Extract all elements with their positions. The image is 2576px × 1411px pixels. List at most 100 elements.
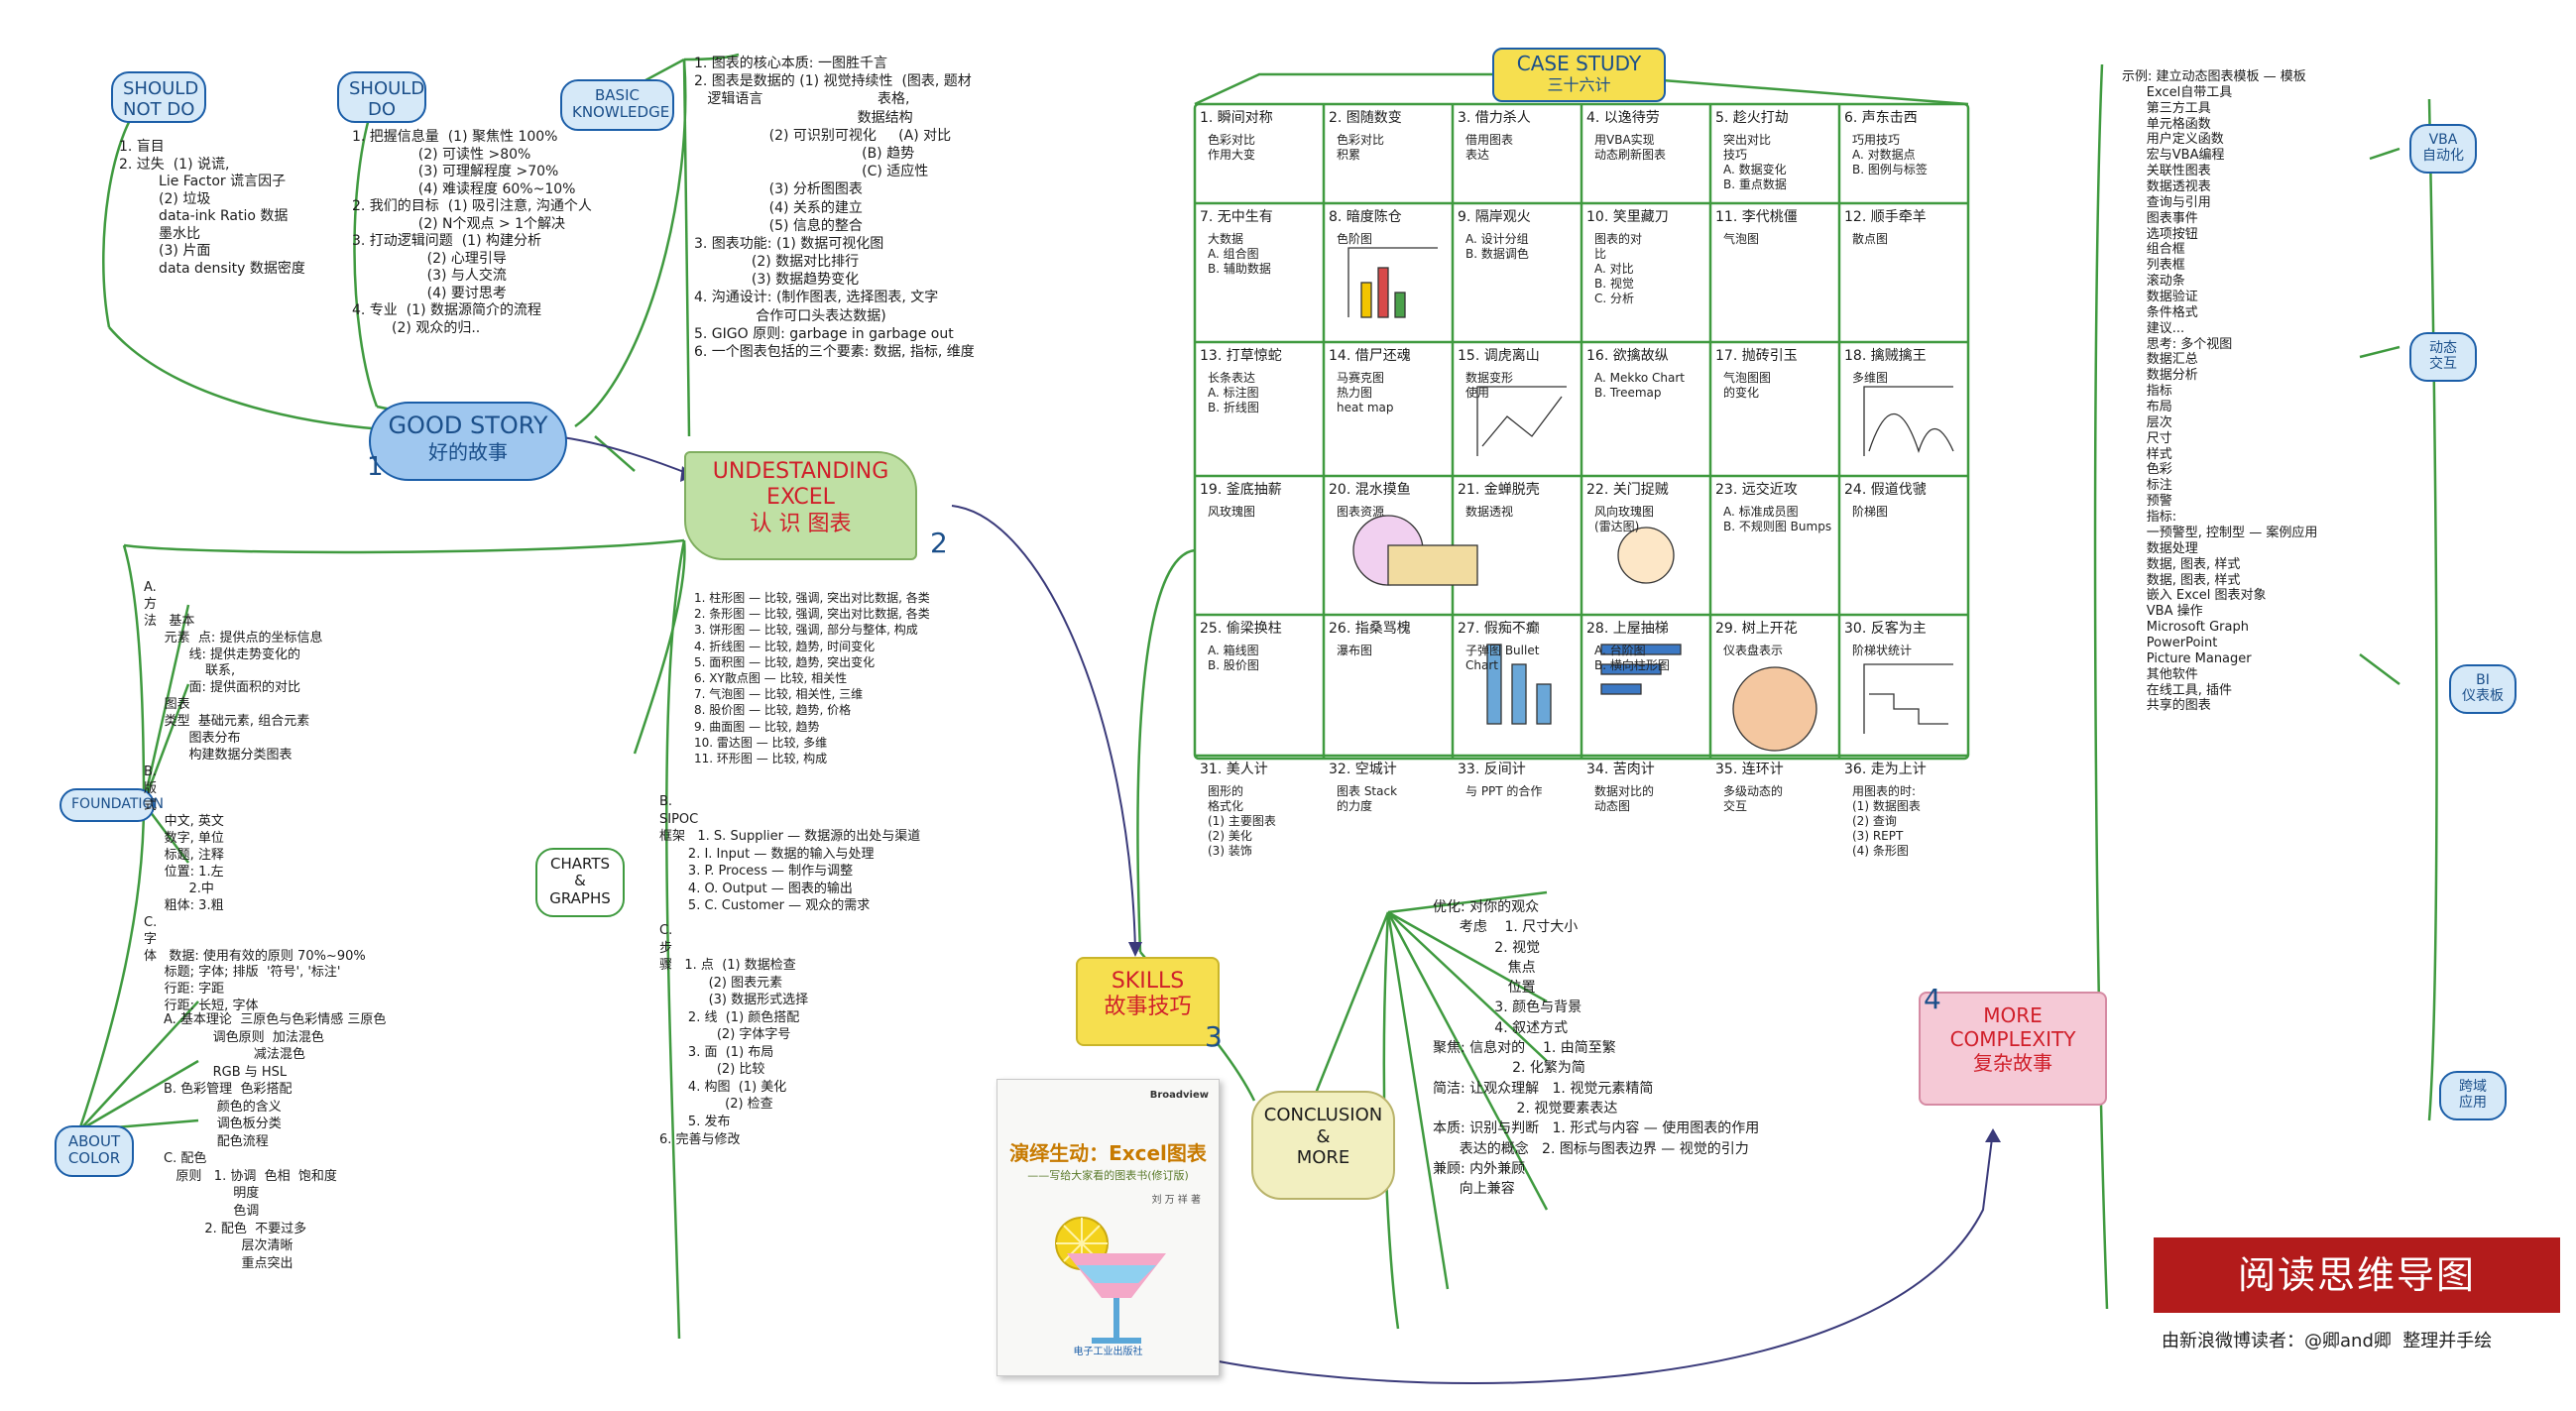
case-cell-title: 29. 树上开花 xyxy=(1715,621,1798,637)
understanding-hub: UNDESTANDING EXCEL 认 识 图表 xyxy=(684,451,917,560)
more-complexity-title: MORE COMPLEXITY xyxy=(1949,1003,2076,1051)
case-cell-content: 图表资源 xyxy=(1337,505,1385,519)
book-subtitle: ——写给大家看的图表书(修订版) xyxy=(1027,1169,1189,1182)
right-list: 示例: 建立动态图表模板 — 模板 Excel自带工具 第三方工具 单元格函数 … xyxy=(2122,69,2318,714)
case-cell-content: 突出对比 技巧 A. 数据变化 B. 重点数据 xyxy=(1723,133,1787,191)
case-cell-title: 36. 走为上计 xyxy=(1844,762,1927,777)
credit-text: 由新浪微博读者：@卿and卿 整理并手绘 xyxy=(2162,1331,2493,1352)
case-cell-content: 大数据 A. 组合图 B. 辅助数据 xyxy=(1208,232,1271,276)
case-cell-content: 图形的 格式化 (1) 主要图表 (2) 美化 (3) 装饰 xyxy=(1208,784,1276,858)
case-cell-content: 风向玫瑰图 (雷达图) xyxy=(1594,505,1655,533)
conclusion-title: CONCLUSION & MORE xyxy=(1263,1105,1383,1169)
case-cell-title: 5. 趁火打劫 xyxy=(1715,110,1789,126)
book-cover: Broadview 演绎生动：Excel图表 ——写给大家看的图表书(修订版) … xyxy=(996,1079,1220,1376)
case-cell-content: A. 设计分组 B. 数据调色 xyxy=(1465,232,1529,261)
skills-title: SKILLS xyxy=(1111,969,1185,994)
charts-graphs-bubble: CHARTS & GRAPHS xyxy=(535,848,625,917)
case-sketches xyxy=(1347,247,1954,752)
should-not-do-list: 1. 盲目 2. 过失 (1) 说谎, Lie Factor 谎言因子 (2) … xyxy=(119,139,305,277)
case-cell-content: 多维图 xyxy=(1852,371,1889,385)
case-cell-content: 图表 Stack 的力度 xyxy=(1337,784,1398,813)
case-cell-title: 6. 声东击西 xyxy=(1844,110,1918,126)
skills-hub: SKILLS 故事技巧 xyxy=(1076,957,1220,1046)
case-cell-title: 8. 暗度陈仓 xyxy=(1329,209,1402,225)
case-cell-content: 风玫瑰图 xyxy=(1208,505,1256,519)
more-complexity-hub: MORE COMPLEXITY 复杂故事 xyxy=(1919,992,2107,1106)
case-cell-content: 子弹图 Bullet Chart xyxy=(1465,644,1540,672)
good-story-hub: GOOD STORY 好的故事 xyxy=(369,402,567,481)
case-cell-content: 图表的对 比 A. 对比 B. 视觉 C. 分析 xyxy=(1594,232,1643,305)
case-cell-content: 数据对比的 动态图 xyxy=(1594,784,1655,813)
title-banner: 阅读思维导图 xyxy=(2154,1237,2560,1313)
case-cell-title: 26. 指桑骂槐 xyxy=(1329,621,1411,637)
case-cell-title: 18. 擒贼擒王 xyxy=(1844,348,1927,364)
case-cell-title: 15. 调虎离山 xyxy=(1458,348,1540,364)
understanding-number: 2 xyxy=(930,527,948,559)
case-cell-content: 用VBA实现 动态刷新图表 xyxy=(1594,133,1667,162)
case-cell-title: 10. 笑里藏刀 xyxy=(1586,209,1669,225)
case-cell-title: 24. 假道伐虢 xyxy=(1844,482,1927,498)
skills-list: 优化: 对你的观众 考虑 1. 尺寸大小 2. 视觉 焦点 位置 3. 颜色与背… xyxy=(1433,899,1760,1198)
understanding-subtitle: 认 识 图表 xyxy=(750,511,852,536)
case-study-title: CASE STUDY xyxy=(1516,52,1642,75)
about-color-list: A. 基本理论 三原色与色彩情感 三原色 调色原则 加法混色 减法混色 RGB … xyxy=(164,1012,387,1271)
case-cell-title: 14. 借尸还魂 xyxy=(1329,348,1411,364)
case-cell-title: 19. 釜底抽薪 xyxy=(1200,482,1282,498)
case-cell-content: A. 标准成员图 B. 不规则图 Bumps xyxy=(1723,505,1832,533)
case-cell-content: 巧用技巧 A. 对数据点 B. 图例与标签 xyxy=(1852,133,1928,176)
case-cell-title: 34. 苦肉计 xyxy=(1586,762,1655,777)
good-story-title: GOOD STORY xyxy=(388,412,548,439)
case-cell-title: 2. 图随数变 xyxy=(1329,110,1402,126)
case-cell-title: 12. 顺手牵羊 xyxy=(1844,209,1927,225)
book-publisher: 电子工业出版社 xyxy=(1073,1347,1143,1357)
case-cell-title: 28. 上屋抽梯 xyxy=(1586,621,1669,637)
case-cell-content: 阶梯图 xyxy=(1852,505,1889,519)
good-story-number: 1 xyxy=(367,452,384,482)
conclusion-hub: CONCLUSION & MORE xyxy=(1251,1091,1395,1200)
case-cell-title: 20. 混水摸鱼 xyxy=(1329,482,1411,498)
case-cell-title: 11. 李代桃僵 xyxy=(1715,209,1798,225)
book-brand: Broadview xyxy=(1149,1090,1209,1101)
skills-subtitle: 故事技巧 xyxy=(1104,995,1192,1020)
case-cell-title: 4. 以逸待劳 xyxy=(1586,110,1660,126)
good-story-subtitle: 好的故事 xyxy=(428,439,508,464)
case-cell-content: 色阶图 xyxy=(1337,232,1373,246)
book-author: 刘 万 祥 著 xyxy=(1151,1195,1201,1206)
cross-app-bubble: 跨域 应用 xyxy=(2439,1071,2507,1120)
case-cell-content: 色彩对比 作用大变 xyxy=(1208,133,1256,162)
case-cell-title: 31. 美人计 xyxy=(1200,762,1268,777)
case-cell-content: 长条表达 A. 标注图 B. 折线图 xyxy=(1208,371,1259,414)
case-cell-content: 马赛克图 热力图 heat map xyxy=(1337,371,1394,414)
case-cell-content: A. 箱线图 B. 股价图 xyxy=(1208,644,1259,672)
case-cell-title: 23. 远交近攻 xyxy=(1715,482,1798,498)
case-cell-content: 散点图 xyxy=(1852,232,1889,246)
case-cell-content: 气泡图图 的变化 xyxy=(1723,371,1772,400)
case-cell-content: 数据透视 xyxy=(1465,505,1514,519)
about-color-bubble: ABOUT COLOR xyxy=(55,1125,134,1177)
case-cell-content: 多级动态的 交互 xyxy=(1723,784,1784,813)
case-cell-title: 27. 假痴不癫 xyxy=(1458,621,1540,637)
foundation-bubble: FOUNDATION xyxy=(59,788,164,822)
case-cell-title: 22. 关门捉贼 xyxy=(1586,482,1669,498)
case-cell-content: A. Mekko Chart B. Treemap xyxy=(1594,371,1685,400)
should-do-bubble: SHOULD DO xyxy=(337,71,426,123)
case-cell-content: A. 台阶图 B. 横向柱形图 xyxy=(1594,644,1670,672)
case-cell-title: 7. 无中生有 xyxy=(1200,209,1273,225)
more-complexity-subtitle: 复杂故事 xyxy=(1973,1051,2052,1075)
chart-list: 1. 柱形图 — 比较, 强调, 突出对比数据, 各类 2. 条形图 — 比较,… xyxy=(694,591,930,765)
case-cell-title: 25. 偷梁换柱 xyxy=(1200,621,1282,637)
foundation-list: A. 方 法 基本 元素 点: 提供点的坐标信息 线: 提供走势变化的 联系, … xyxy=(144,580,366,1014)
understanding-title: UNDESTANDING EXCEL xyxy=(712,459,889,511)
case-cell-content: 与 PPT 的合作 xyxy=(1465,784,1543,798)
case-cell-title: 9. 隔岸观火 xyxy=(1458,209,1531,225)
case-cell-title: 3. 借力杀人 xyxy=(1458,110,1531,126)
case-cell-title: 35. 连环计 xyxy=(1715,762,1784,777)
case-cell-content: 瀑布图 xyxy=(1337,644,1373,657)
case-cell-content: 数据变形 使用 xyxy=(1465,371,1514,400)
bi-bubble: BI 仪表板 xyxy=(2449,664,2517,714)
basic-knowledge-bubble: BASIC KNOWLEDGE xyxy=(560,79,674,131)
skills-number: 3 xyxy=(1205,1020,1223,1053)
case-cell-title: 17. 抛砖引玉 xyxy=(1715,348,1798,364)
case-cell-content: 色彩对比 积累 xyxy=(1337,133,1385,162)
case-cell-content: 气泡图 xyxy=(1723,232,1760,246)
